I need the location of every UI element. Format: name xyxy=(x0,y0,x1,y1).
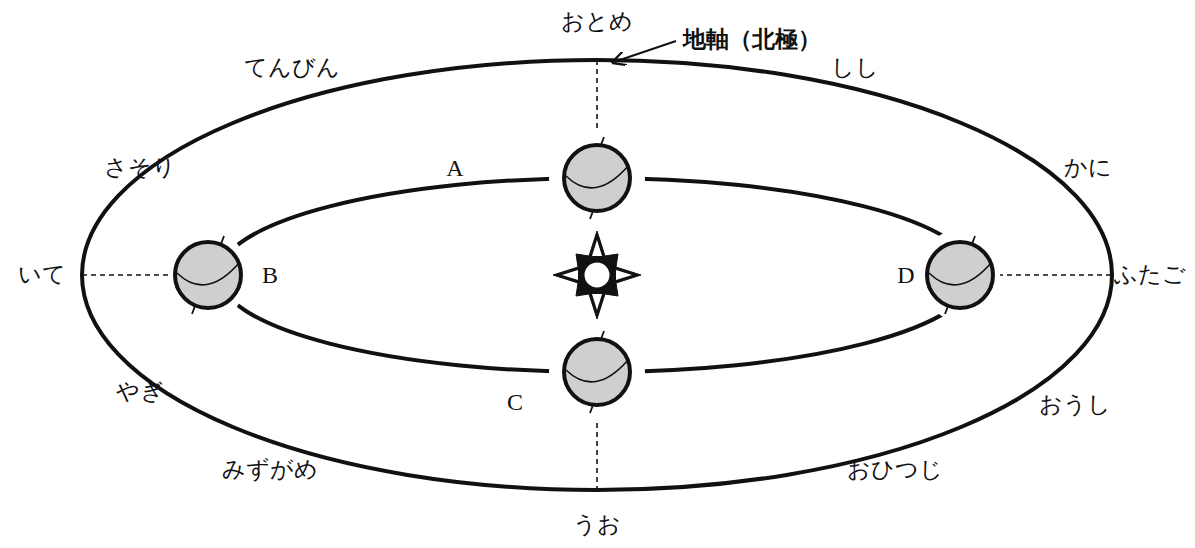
constellation-label: おとめ xyxy=(561,9,633,34)
constellation-label: おひつじ xyxy=(847,457,943,482)
constellation-label: てんびん xyxy=(244,55,340,80)
earth-a xyxy=(564,137,630,219)
earth-c xyxy=(564,331,630,413)
dashed-guides xyxy=(82,60,1112,490)
constellation-label: いて xyxy=(18,262,66,287)
position-label: B xyxy=(262,262,278,288)
axis-label: 地軸（北極） xyxy=(683,27,821,52)
position-label: C xyxy=(507,389,523,415)
constellation-label: うお xyxy=(573,512,621,537)
constellation-label: おうし xyxy=(1039,392,1111,417)
orbit-gaps xyxy=(168,130,1000,420)
axis-pointer xyxy=(614,41,676,62)
earth-b xyxy=(175,236,241,314)
constellation-label: しし xyxy=(831,55,879,80)
sun xyxy=(553,231,641,319)
constellation-label: さそり xyxy=(104,155,176,180)
constellation-label: やぎ xyxy=(116,379,164,404)
zodiac-ellipse xyxy=(82,60,1112,490)
constellation-label: かに xyxy=(1064,155,1112,180)
position-label: A xyxy=(446,155,463,181)
constellation-label: みずがめ xyxy=(222,457,318,482)
earth-d xyxy=(927,236,993,314)
position-label: D xyxy=(897,262,914,288)
constellation-label: ふたご xyxy=(1114,262,1186,287)
